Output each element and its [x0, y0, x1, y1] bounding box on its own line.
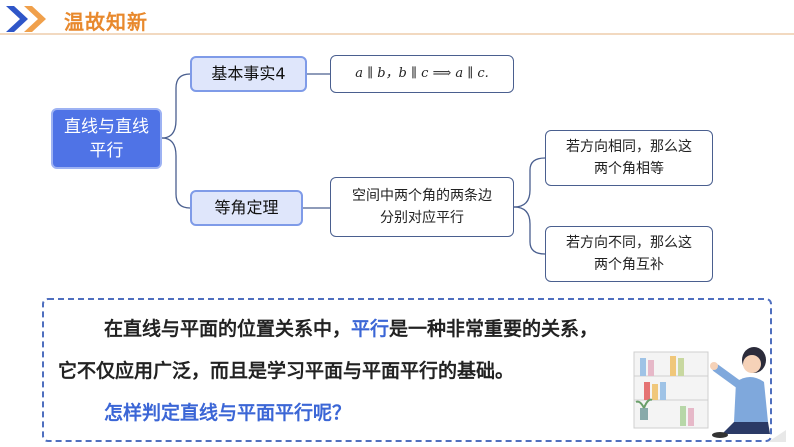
header: 温故知新	[0, 0, 794, 40]
case-same-line2: 两个角相等	[594, 161, 664, 177]
case-diff-line1: 若方向不同，那么这	[566, 235, 692, 251]
branch-basic-fact: 基本事实4	[190, 56, 307, 92]
case-diff-line2: 两个角互补	[594, 257, 664, 273]
branch-equal-angle-label: 等角定理	[214, 198, 279, 217]
branch-equal-angle: 等角定理	[190, 190, 303, 226]
equal-angle-content-line2: 分别对应平行	[380, 210, 464, 226]
section-title: 温故知新	[64, 10, 148, 34]
basic-fact-formula: a ∥ b，b ∥ c ⟹ a ∥ c.	[355, 66, 489, 81]
panel-line2: 它不仅应用广泛，而且是学习平面与平面平行的基础。	[58, 360, 515, 382]
panel-line1: 在直线与平面的位置关系中，平行是一种非常重要的关系，	[104, 314, 598, 341]
chevron-right-icon	[6, 6, 46, 32]
equal-angle-content: 空间中两个角的两条边 分别对应平行	[330, 177, 514, 237]
panel-line1-post: 是一种非常重要的关系，	[389, 318, 599, 340]
panel-line1-highlight: 平行	[351, 318, 390, 340]
mindmap-connectors	[161, 73, 546, 255]
equal-angle-content-line1: 空间中两个角的两条边	[352, 188, 492, 204]
case-same-direction: 若方向相同，那么这 两个角相等	[545, 130, 713, 186]
root-label-line1: 直线与直线	[64, 116, 149, 137]
case-same-line1: 若方向相同，那么这	[566, 139, 692, 155]
root-node: 直线与直线 平行	[51, 108, 162, 169]
panel-question: 怎样判定直线与平面平行呢？	[104, 402, 352, 424]
case-different-direction: 若方向不同，那么这 两个角互补	[545, 226, 713, 282]
panel-line1-pre: 在直线与平面的位置关系中，	[104, 318, 352, 340]
header-divider	[0, 33, 794, 35]
root-label-line2: 平行	[89, 140, 124, 161]
student-bookshelf-illustration	[633, 347, 786, 442]
intro-panel	[42, 298, 772, 442]
basic-fact-content: a ∥ b，b ∥ c ⟹ a ∥ c.	[330, 55, 514, 93]
branch-basic-fact-label: 基本事实4	[211, 64, 286, 83]
